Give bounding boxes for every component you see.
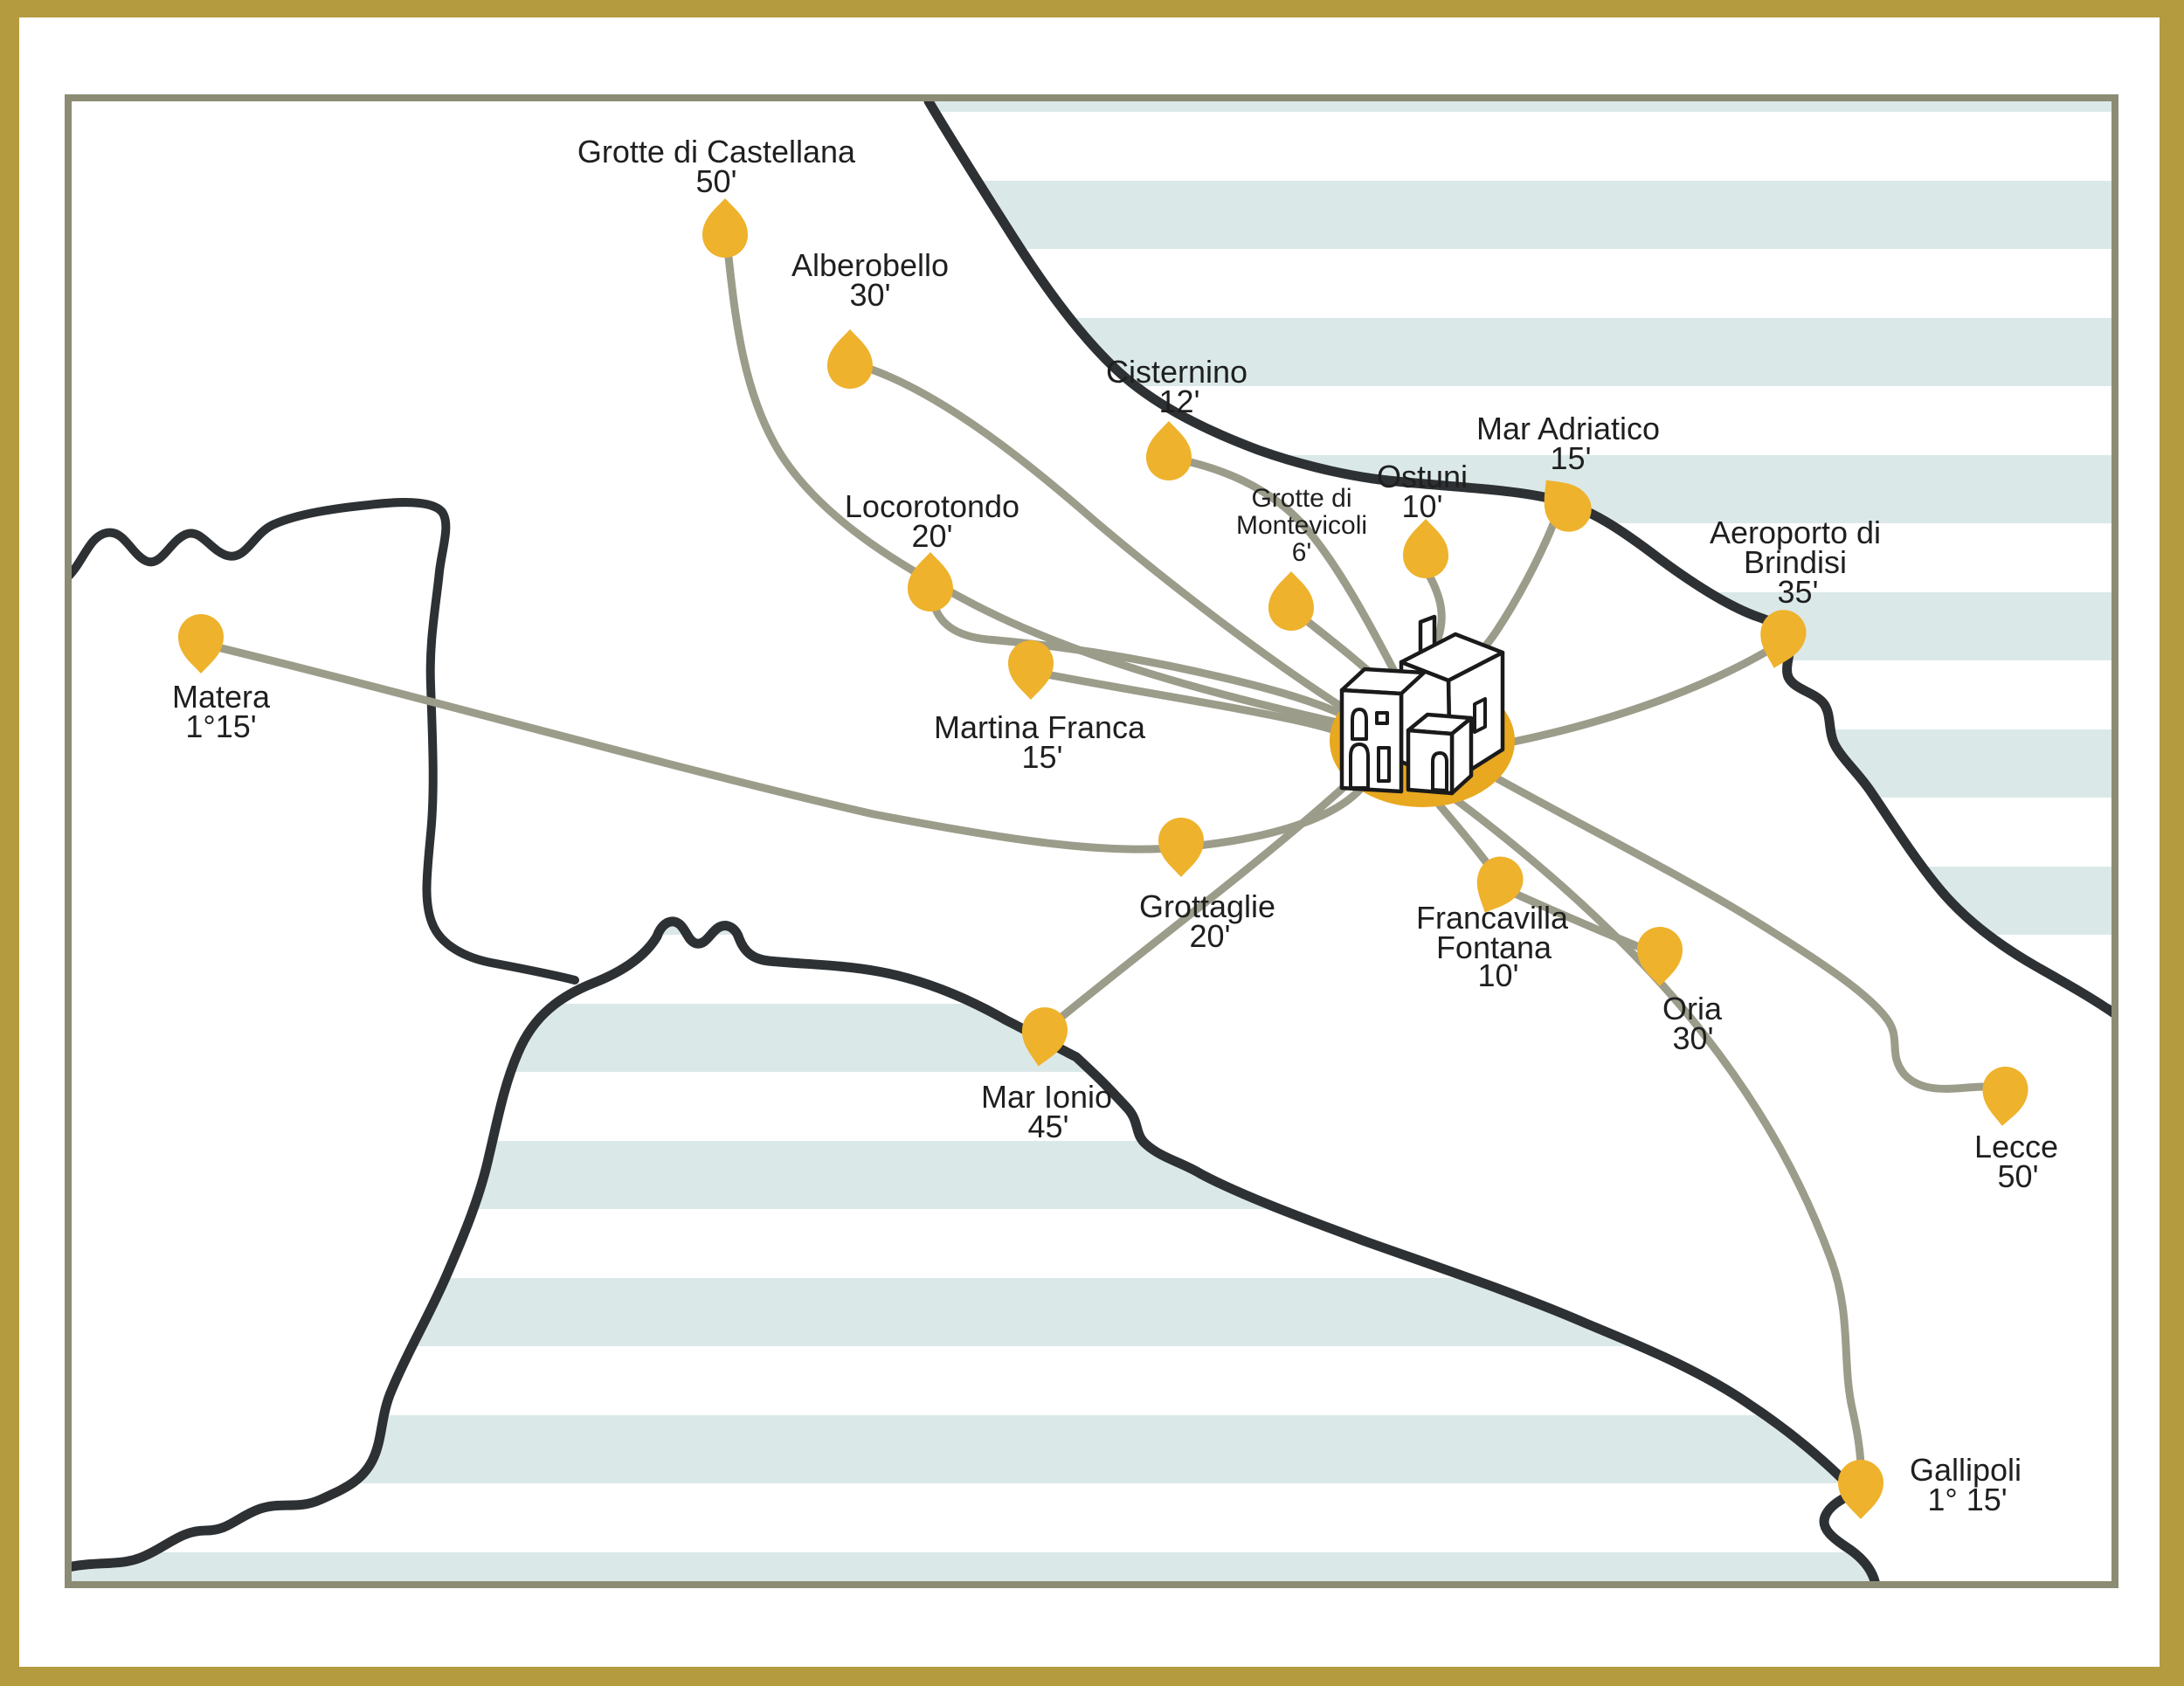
travel-time-label: 50'	[696, 163, 737, 199]
road-to-lecce	[1488, 771, 1997, 1093]
destination-name: Aeroporto di	[1710, 515, 1881, 550]
destination-name: Locorotondo	[845, 488, 1019, 524]
destination-locorotondo: Locorotondo 20'	[845, 488, 1019, 612]
destination-name: Cisternino	[1106, 354, 1248, 390]
destination-name: Oria	[1662, 991, 1723, 1026]
road-to-oria	[1509, 888, 1652, 955]
destination-name: Ostuni	[1377, 459, 1468, 494]
travel-time-label: 30'	[850, 277, 891, 313]
destination-name-line2: Montevicoli	[1236, 511, 1367, 540]
destination-mar-adriatico: Mar Adriatico 15'	[1476, 411, 1660, 542]
destination-oria: Oria 30'	[1637, 927, 1723, 1056]
destination-name: Lecce	[1974, 1129, 2058, 1164]
road-to-gallipoli	[1448, 792, 1865, 1482]
destination-mar-ionio: Mar Ionio 45'	[981, 1003, 1112, 1144]
hub	[1330, 614, 1515, 807]
road-to-locorotondo	[929, 597, 1351, 721]
travel-time-label: 35'	[1778, 574, 1819, 610]
road-to-mar-ionio	[1051, 777, 1354, 1026]
travel-time-label: 30'	[1673, 1020, 1714, 1056]
adriatic-sea	[929, 101, 2111, 1012]
destination-alberobello: Alberobello 30'	[791, 247, 949, 389]
ionian-sea	[72, 921, 1875, 1581]
travel-time-label: 6'	[1292, 538, 1311, 567]
travel-time-label: 45'	[1028, 1109, 1069, 1144]
destination-name: Francavilla	[1416, 900, 1569, 936]
destination-name: Alberobello	[791, 247, 949, 283]
destination-name: Grottaglie	[1139, 888, 1275, 924]
travel-time-label: 10'	[1402, 488, 1443, 524]
destination-francavilla-fontana: Francavilla Fontana 10'	[1416, 849, 1569, 993]
travel-time-label: 1°15'	[185, 708, 256, 744]
region-border	[72, 498, 579, 985]
destination-grotte-di-castellana: Grotte di Castellana 50'	[577, 134, 856, 258]
travel-time-label: 1° 15'	[1927, 1482, 2007, 1517]
destination-martina-franca: Martina Franca 15'	[934, 640, 1146, 775]
travel-time-label: 15'	[1551, 440, 1592, 476]
road-to-matera-via-grottaglie	[210, 642, 1367, 853]
destination-name: Grotte di Castellana	[577, 134, 856, 169]
destination-name: Grotte di	[1251, 484, 1351, 513]
destination-matera: Matera 1°15'	[172, 614, 271, 744]
map-frame-border	[65, 94, 2118, 1588]
destination-grottaglie: Grottaglie 20'	[1139, 818, 1275, 954]
destination-name-line2: Fontana	[1436, 929, 1552, 965]
road-to-alberobello	[865, 364, 1354, 716]
masseria-building-icon	[1339, 614, 1505, 796]
destination-cisternino: Cisternino 12'	[1106, 354, 1248, 480]
destination-grotte-di-montevicoli: Grotte di Montevicoli 6'	[1236, 484, 1367, 631]
travel-time-label: 20'	[912, 518, 953, 554]
travel-time-label: 50'	[1998, 1158, 2039, 1194]
destination-name: Mar Adriatico	[1476, 411, 1660, 446]
destination-lecce: Lecce 50'	[1974, 1064, 2058, 1194]
destination-name-line2: Brindisi	[1744, 544, 1847, 580]
travel-time-label: 10'	[1478, 957, 1519, 993]
road-to-grotte-di-castellana	[723, 245, 1345, 728]
destination-aeroporto-di-brindisi: Aeroporto di Brindisi 35'	[1710, 515, 1881, 674]
travel-time-label: 20'	[1190, 918, 1231, 954]
destination-ostuni: Ostuni 10'	[1377, 459, 1468, 578]
destination-name: Gallipoli	[1910, 1452, 2022, 1488]
travel-time-label: 12'	[1159, 383, 1200, 419]
road-to-martina-franca	[1042, 670, 1350, 738]
road-to-cisternino	[1178, 456, 1404, 686]
destination-name: Mar Ionio	[981, 1079, 1112, 1115]
destination-name: Martina Franca	[934, 709, 1146, 745]
travel-time-label: 15'	[1022, 739, 1063, 775]
destination-name: Matera	[172, 679, 271, 715]
destination-gallipoli: Gallipoli 1° 15'	[1838, 1452, 2022, 1519]
road-to-aeroporto-di-brindisi	[1505, 642, 1780, 747]
